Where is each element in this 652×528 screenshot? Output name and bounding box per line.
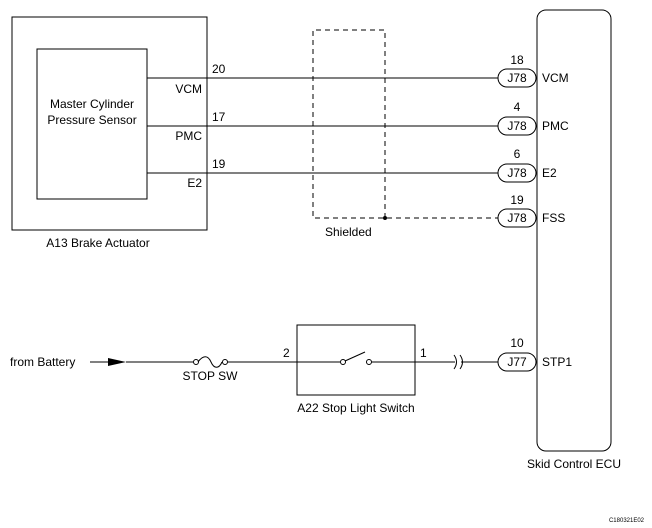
switch-contact-right — [366, 359, 372, 365]
figure-code: C180321E02 — [609, 518, 645, 524]
switch-pin-out: 1 — [420, 346, 427, 360]
actuator-term-pmc: PMC — [175, 129, 202, 143]
skid-control-ecu: Skid Control ECU — [527, 9, 621, 471]
ecu-terminal-name: E2 — [542, 166, 557, 180]
brake-actuator: Master Cylinder Pressure Sensor VCM PMC … — [11, 16, 208, 250]
shield-ground-node — [383, 216, 387, 220]
ecu-terminal-name: STP1 — [542, 355, 572, 369]
switch-contact-left — [340, 359, 346, 365]
switch-lever-icon — [344, 351, 366, 362]
shield-dashed-outline — [312, 29, 498, 219]
shield-label: Shielded — [325, 225, 372, 239]
actuator-outer-box — [11, 16, 208, 231]
fuse-terminal-right — [222, 359, 228, 365]
stop-fuse: STOP SW — [183, 356, 239, 383]
connector-label: J78 — [507, 119, 527, 133]
fuse-icon — [197, 356, 223, 368]
connector-label: J77 — [507, 355, 527, 369]
connector-badge — [497, 116, 537, 136]
ecu-terminal-fss: J78 19 FSS — [497, 193, 565, 228]
ecu-pin-number: 19 — [510, 193, 524, 207]
ecu-terminal-pmc: J78 4 PMC — [497, 100, 569, 136]
actuator-term-vcm: VCM — [175, 82, 202, 96]
battery-feed: from Battery — [10, 355, 193, 369]
actuator-pin-17: 17 — [212, 110, 226, 124]
connector-label: J78 — [507, 166, 527, 180]
ecu-pin-number: 10 — [510, 336, 524, 350]
ecu-terminal-name: VCM — [542, 71, 569, 85]
actuator-pin-19: 19 — [212, 157, 226, 171]
ecu-terminal-stp1: J77 10 STP1 — [497, 336, 572, 372]
stop-light-switch: A22 Stop Light Switch — [296, 324, 416, 415]
ecu-pin-number: 18 — [510, 53, 524, 67]
ecu-box — [536, 9, 612, 452]
connector-label: J78 — [507, 71, 527, 85]
sensor-label-line1: Master Cylinder — [50, 97, 134, 111]
ecu-pin-number: 6 — [514, 147, 521, 161]
sensor-label-line2: Pressure Sensor — [47, 113, 136, 127]
battery-label: from Battery — [10, 355, 75, 369]
arrow-right-icon — [108, 358, 126, 366]
connector-badge — [497, 208, 537, 228]
switch-pin-in: 2 — [283, 346, 290, 360]
switch-box — [296, 324, 416, 396]
actuator-label: A13 Brake Actuator — [46, 236, 149, 250]
connector-badge — [497, 68, 537, 88]
actuator-pin-20: 20 — [212, 62, 226, 76]
ecu-terminal-vcm: J78 18 VCM — [497, 53, 569, 88]
ecu-terminal-name: PMC — [542, 119, 569, 133]
fuse-terminal-left — [193, 359, 199, 365]
switch-label: A22 Stop Light Switch — [297, 401, 414, 415]
fuse-label: STOP SW — [183, 369, 239, 383]
actuator-term-e2: E2 — [187, 176, 202, 190]
ecu-terminal-name: FSS — [542, 211, 565, 225]
connector-label: J78 — [507, 211, 527, 225]
ecu-label: Skid Control ECU — [527, 457, 621, 471]
ecu-terminal-e2: J78 6 E2 — [497, 147, 557, 183]
ecu-pin-number: 4 — [514, 100, 521, 114]
shield: Shielded — [312, 29, 498, 239]
sensor-box — [36, 48, 148, 200]
connector-badge — [497, 163, 537, 183]
